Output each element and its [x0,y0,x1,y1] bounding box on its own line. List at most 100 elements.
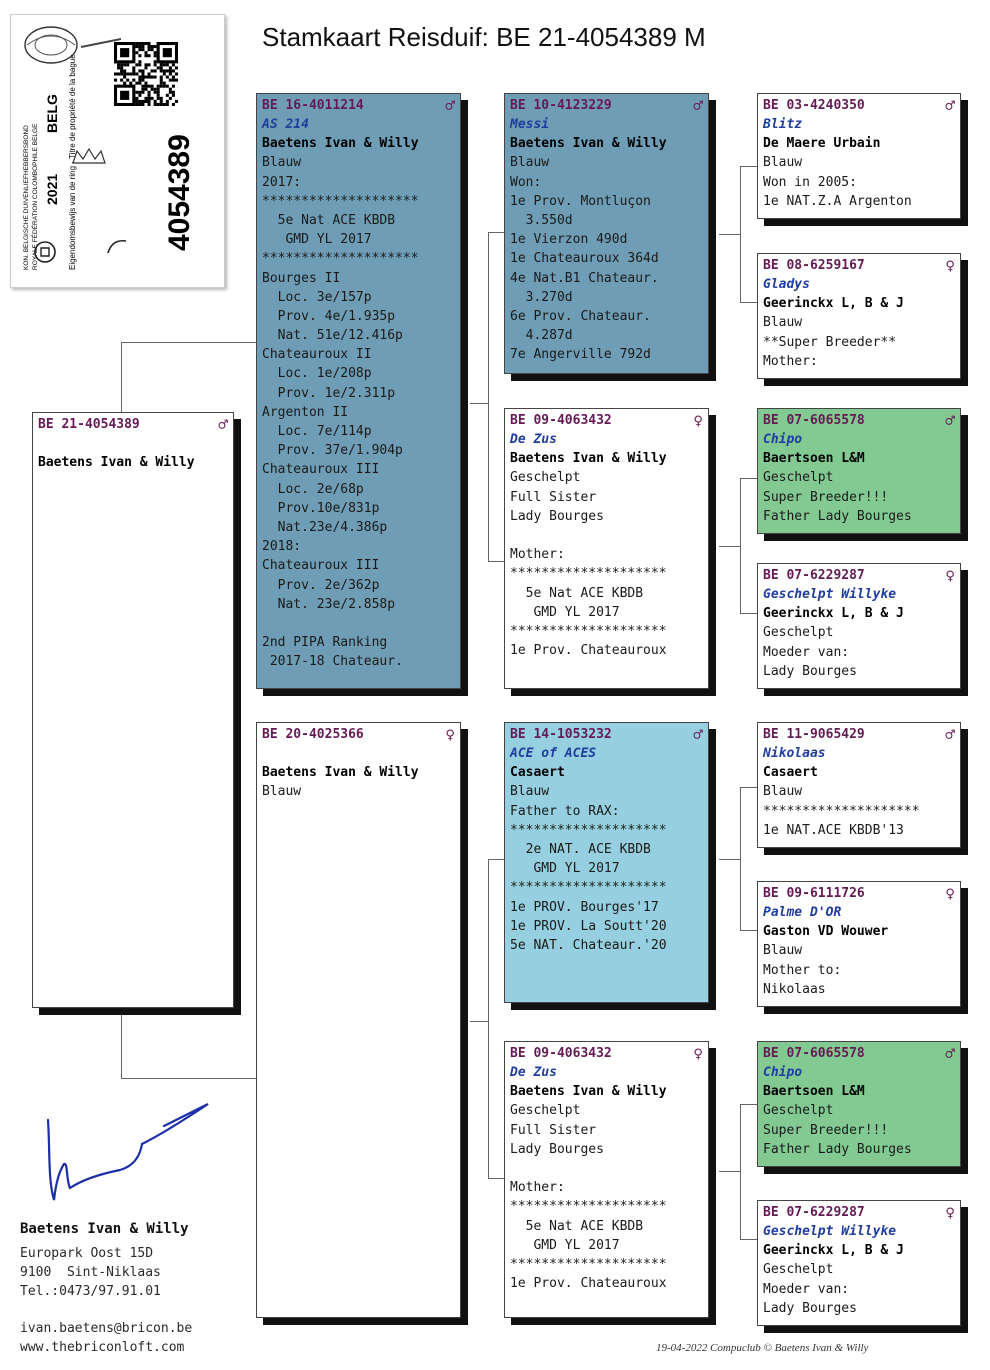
card-line: 3.270d [510,289,573,305]
card-header: BE 10-4123229♂ [510,96,703,115]
card-line: Lady Bourges [763,1300,857,1316]
card-line: Prov.10e/831p [262,500,380,516]
card-line: **Super Breeder** [763,334,897,350]
breeder-name: Geerinckx L, B & J [763,296,904,312]
card-line: ******************** [510,1256,667,1272]
ring-number: BE 09-4063432 [510,1046,612,1061]
card-line: 1e PROV. Bourges'17 [510,899,659,915]
male-icon: ♂ [945,411,955,430]
male-icon: ♂ [218,415,228,434]
card-line: Prov. 2e/362p [262,577,380,593]
ring-number: BE 16-4011214 [262,98,364,113]
pedigree-card-subject: BE 21-4054389♂Baetens Ivan & Willy [32,412,234,1008]
card-line: Loc. 3e/157p [262,289,372,305]
breeder-name: Geerinckx L, B & J [763,606,904,622]
card-header: BE 16-4011214 ♂ [262,96,455,115]
card-line: Super Breeder!!! [763,1122,889,1138]
female-icon: ♀ [693,411,703,430]
card-line: Blauw [510,784,550,800]
breeder-name: Baertsoen L&M [763,451,865,467]
card-line: Lady Bourges [510,508,604,524]
ring-number: BE 09-6111726 [763,886,865,901]
pigeon-name: AS 214 [262,117,309,132]
card-line: 2017: [262,174,302,190]
card-line: Loc. 2e/68p [262,481,364,497]
card-header: BE 11-9065429♂ [763,725,955,744]
card-line: 4e Nat.B1 Chateaur. [510,270,659,286]
card-line: Chateauroux III [262,462,380,478]
card-line: Prov. 37e/1.904p [262,443,403,459]
footer-email[interactable]: ivan.baetens@bricon.be [20,1320,193,1336]
card-line: 5e Nat ACE KBDB [510,585,644,601]
card-line: Mother to: [763,962,842,978]
pigeon-name: De Zus [510,432,557,447]
card-header: BE 03-4240350♂ [763,96,955,115]
female-icon: ♀ [945,884,955,903]
male-icon: ♂ [945,725,955,744]
card-line: ******************** [510,566,667,582]
card-line: 1e NAT.ACE KBDB'13 [763,822,904,838]
card-line: Blauw [763,315,803,331]
card-line: Mother: [763,353,818,369]
ring-number: BE 21-4054389 [38,417,140,432]
federation-emblem-icon [24,26,78,64]
card-line: 1e PROV. La Soutt'20 [510,918,667,934]
card-header: BE 09-6111726 ♀ [763,884,955,903]
ring-number: BE 07-6229287 [763,1205,865,1220]
footer-phone: Tel.:0473/97.91.01 [20,1284,161,1300]
card-line: Lady Bourges [510,1141,604,1157]
breeder-name: De Maere Urbain [763,136,881,152]
card-line: Chateauroux III [262,558,380,574]
card-line: GMD YL 2017 [262,232,372,248]
card-header: BE 08-6259167♀ [763,256,955,275]
card-line: Prov. 4e/1.935p [262,308,396,324]
card-line: Nat.23e/4.386p [262,519,388,535]
breeder-name: Geerinckx L, B & J [763,1243,904,1259]
pigeon-name: ACE of ACES [510,746,597,761]
pigeon-name: Geschelpt Willyke [763,587,897,602]
male-icon: ♂ [445,96,455,115]
card-line: 2017-18 Chateaur. [262,654,403,670]
breeder-name: Gaston VD Wouwer [763,924,889,940]
ring-tag-country: BELG [44,94,60,133]
footer-date-credit: 19-04-2022 Compuclub © Baetens Ivan & Wi… [656,1342,869,1354]
breeder-name: Baetens Ivan & Willy [510,451,667,467]
card-line: ******************** [262,193,419,209]
card-line: Lady Bourges [763,663,857,679]
card-line: 2e NAT. ACE KBDB [510,841,651,857]
card-line: ******************** [510,1199,667,1215]
pigeon-name: Messi [510,117,550,132]
card-line: Won: [510,174,542,190]
footer-address-line2: 9100 Sint-Niklaas [20,1265,161,1281]
ring-number: BE 20-4025366 [262,727,364,742]
card-line: 1e Prov. Chateauroux [510,643,667,659]
card-line: Mother: [510,547,565,563]
qr-code-icon [114,42,178,106]
footer-website[interactable]: www.thebriconloft.com [20,1339,185,1355]
card-line: 5e Nat ACE KBDB [510,1218,644,1234]
pigeon-name: Blitz [763,117,803,132]
female-icon: ♀ [693,1044,703,1063]
card-line: Moeder van: [763,644,850,660]
pigeon-name: De Zus [510,1065,557,1080]
male-icon: ♂ [945,1044,955,1063]
card-line: 1e Chateauroux 364d [510,251,659,267]
card-line: 1e Prov. Chateauroux [510,1276,667,1292]
breeder-name: Casaert [510,765,565,781]
male-icon: ♂ [693,725,703,744]
card-line [510,526,703,545]
breeder-name: Baetens Ivan & Willy [510,1084,667,1100]
female-icon: ♀ [945,566,955,585]
card-line: Won in 2005: [763,174,857,190]
card-line: 6e Prov. Chateaur. [510,308,651,324]
card-header: BE 14-1053232♂ [510,725,703,744]
card-line: Geschelpt [763,625,834,641]
